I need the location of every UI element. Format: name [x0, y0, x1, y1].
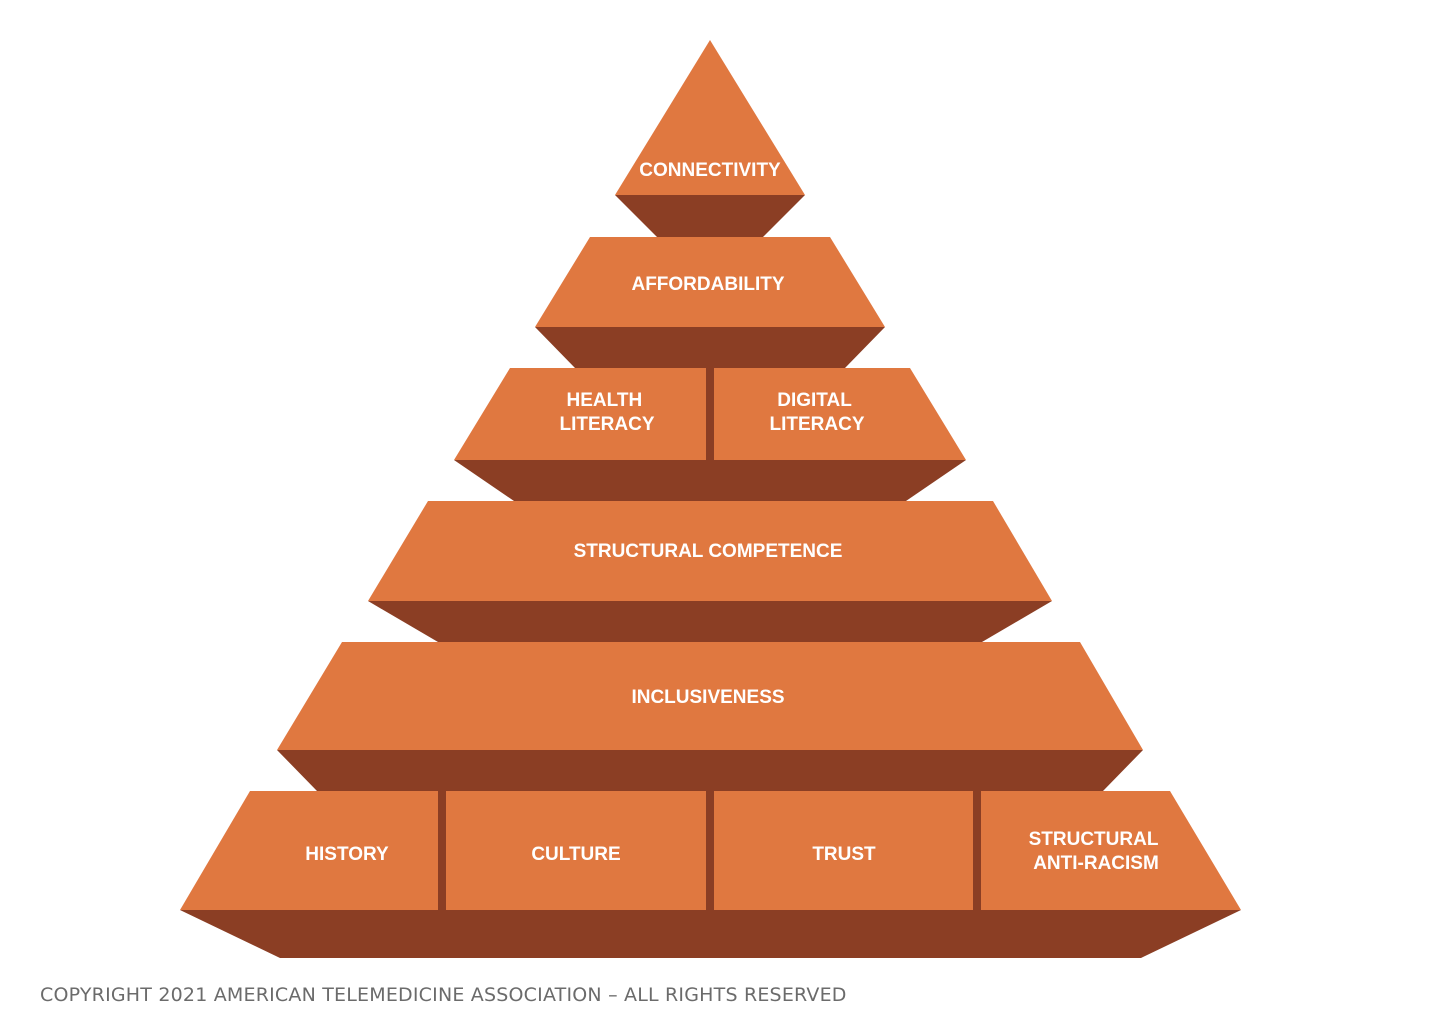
tier-literacy: HEALTH LITERACY DIGITAL LITERACY — [454, 368, 966, 501]
tier-foundation: HISTORY CULTURE TRUST STRUCTURAL ANTI-RA… — [180, 791, 1241, 958]
label-trust: TRUST — [812, 844, 876, 865]
label-inclusiveness: INCLUSIVENESS — [631, 687, 784, 708]
block-divider — [706, 368, 714, 461]
label-structural-anti-racism: STRUCTURAL ANTI-RACISM — [1029, 829, 1164, 874]
tier-foundation-underside — [180, 910, 1241, 958]
tier-connectivity-underside — [615, 195, 805, 237]
copyright-notice: COPYRIGHT 2021 AMERICAN TELEMEDICINE ASS… — [40, 984, 847, 1006]
block-divider — [438, 791, 446, 911]
tier-structural-competence-underside — [368, 601, 1052, 642]
label-connectivity: CONNECTIVITY — [639, 160, 781, 181]
label-digital-literacy: DIGITAL LITERACY — [770, 390, 865, 435]
block-divider — [706, 791, 714, 911]
block-divider — [973, 791, 981, 911]
tier-inclusiveness-underside — [277, 750, 1143, 791]
label-affordability: AFFORDABILITY — [631, 274, 784, 295]
tier-structural-competence-face — [368, 501, 1052, 601]
tier-connectivity: CONNECTIVITY — [615, 40, 805, 237]
tier-inclusiveness-face — [277, 642, 1143, 750]
tier-structural-competence: STRUCTURAL COMPETENCE — [368, 501, 1052, 642]
tier-literacy-underside — [454, 460, 966, 501]
tier-connectivity-face — [615, 40, 805, 195]
tier-affordability: AFFORDABILITY — [535, 237, 885, 368]
tier-affordability-face — [535, 237, 885, 327]
label-culture: CULTURE — [531, 844, 620, 865]
label-structural-competence: STRUCTURAL COMPETENCE — [574, 541, 843, 562]
tier-affordability-underside — [535, 327, 885, 368]
tier-inclusiveness: INCLUSIVENESS — [277, 642, 1143, 791]
label-history: HISTORY — [305, 844, 389, 865]
label-health-literacy: HEALTH LITERACY — [560, 390, 655, 435]
